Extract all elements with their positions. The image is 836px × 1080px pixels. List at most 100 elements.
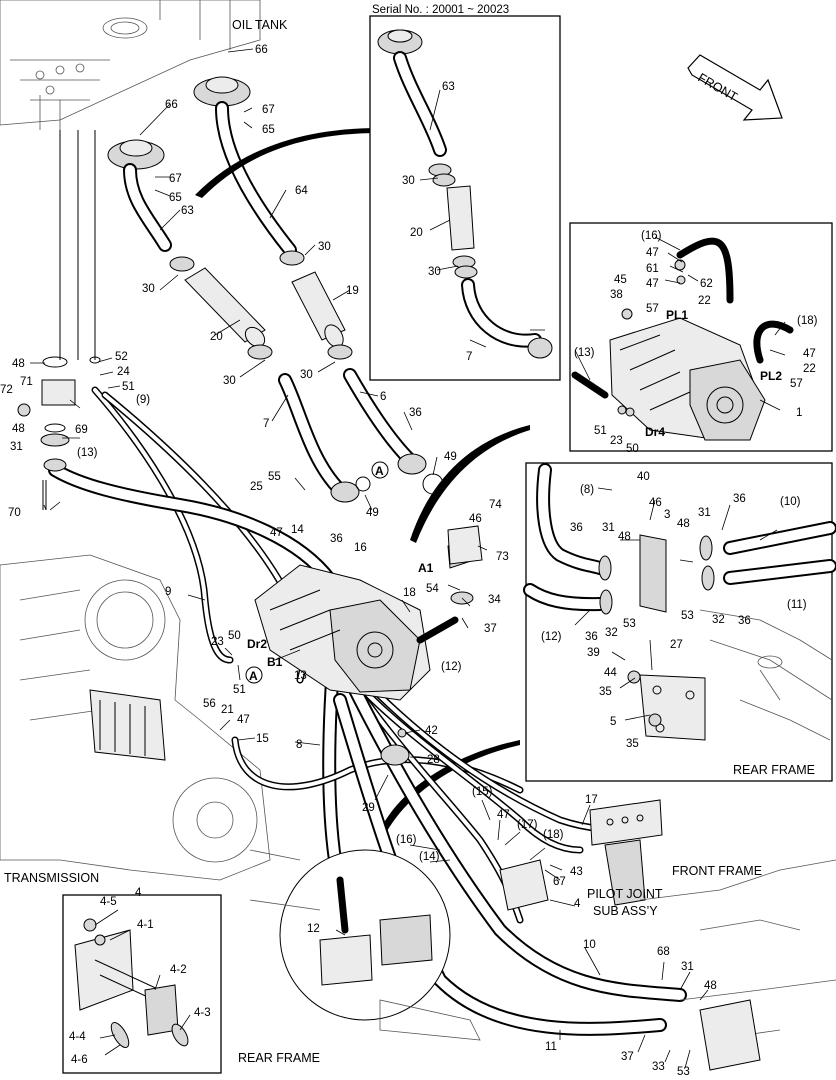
- part-callout: 70: [8, 507, 21, 519]
- part-callout: 46: [469, 513, 482, 525]
- part-callout: 35: [626, 738, 639, 750]
- part-callout: 45: [614, 274, 627, 286]
- oil-tank-outline: [0, 0, 261, 130]
- part-callout: 30: [223, 375, 236, 387]
- part-callout: 43: [570, 866, 583, 878]
- part-callout: (16): [641, 230, 662, 242]
- mark-a-lower: A: [245, 666, 263, 684]
- part-callout: (12): [441, 661, 462, 673]
- part-callout: 46: [649, 497, 662, 509]
- part-callout: 4-1: [137, 919, 154, 931]
- rear-frame-bottom-label: REAR FRAME: [238, 1051, 320, 1065]
- valve-73: [447, 525, 483, 565]
- svg-text:A: A: [375, 464, 384, 478]
- part-callout: 6: [380, 391, 386, 403]
- part-callout: 30: [402, 175, 415, 187]
- part-callout: 47: [803, 348, 816, 360]
- part-callout: 66: [255, 44, 268, 56]
- transmission-label: TRANSMISSION: [4, 871, 99, 885]
- part-callout: (13): [77, 447, 98, 459]
- part-callout: 14: [291, 524, 304, 536]
- part-callout: 9: [165, 586, 171, 598]
- part-callout: 63: [181, 205, 194, 217]
- part-callout: 40: [637, 471, 650, 483]
- part-callout: (11): [787, 599, 807, 611]
- rear-inset-frame-ghost: [699, 609, 833, 741]
- part-callout: 8: [296, 739, 302, 751]
- part-callout: 22: [803, 363, 816, 375]
- suction-pipe-6: [343, 368, 427, 475]
- part-callout: (14): [419, 851, 440, 863]
- part-callout: 69: [75, 424, 88, 436]
- part-callout: 36: [570, 522, 583, 534]
- suction-pipe-7: [278, 373, 360, 503]
- mark-a-upper: A: [371, 461, 389, 479]
- part-callout: 67: [169, 173, 182, 185]
- part-callout: (12): [541, 631, 562, 643]
- part-callout: 4-3: [194, 1007, 211, 1019]
- part-callout: 39: [587, 647, 600, 659]
- part-callout: 55: [268, 471, 281, 483]
- part-callout: 24: [117, 366, 130, 378]
- part-callout: 53: [677, 1066, 690, 1078]
- serial-inset-pipe: [377, 29, 553, 359]
- part-callout: 50: [228, 630, 241, 642]
- part-callout: 51: [233, 684, 246, 696]
- part-callout: 32: [712, 614, 725, 626]
- front-arrow: FRONT: [687, 54, 783, 121]
- part-callout: 34: [488, 594, 501, 606]
- part-callout: 48: [12, 423, 25, 435]
- part-callout: 61: [646, 263, 659, 275]
- part-callout: 18: [403, 587, 416, 599]
- detail-circle-12: [279, 849, 451, 1021]
- part-callout: 47: [646, 278, 659, 290]
- part-callout: 4-6: [71, 1054, 88, 1066]
- svg-text:A: A: [249, 669, 258, 683]
- part-callout: 36: [409, 407, 422, 419]
- part-callout: 15: [256, 733, 269, 745]
- part-callout: 51: [594, 425, 607, 437]
- part-callout: 22: [698, 295, 711, 307]
- part-callout: 67: [262, 104, 275, 116]
- part-callout: 47: [646, 247, 659, 259]
- rear-inset-hoses: [523, 463, 836, 741]
- part-callout: 54: [426, 583, 439, 595]
- subassy-4-parts: [74, 918, 189, 1048]
- part-callout: 52: [115, 351, 128, 363]
- part-callout: 48: [704, 980, 717, 992]
- mark-dr2: Dr2: [247, 637, 267, 651]
- part-callout: (13): [574, 347, 595, 359]
- part-callout: 25: [250, 481, 263, 493]
- part-callout: 29: [362, 802, 375, 814]
- hose-clamps-30: [169, 250, 353, 360]
- part-callout: 44: [604, 667, 617, 679]
- part-callout: 36: [733, 493, 746, 505]
- part-callout: 65: [169, 192, 182, 204]
- part-callout: 7: [263, 418, 269, 430]
- valve-4-mini: [499, 859, 549, 911]
- part-callout: 48: [618, 531, 631, 543]
- part-callout: 32: [605, 627, 618, 639]
- part-callout: 67: [553, 876, 566, 888]
- part-callout: 4-4: [69, 1031, 86, 1043]
- mark-dr4: Dr4: [645, 425, 665, 439]
- part-callout: 74: [489, 499, 502, 511]
- part-callout: 23: [610, 435, 623, 447]
- part-callout: (15): [472, 786, 493, 798]
- part-callout: 35: [599, 686, 612, 698]
- part-callout: 37: [621, 1051, 634, 1063]
- mark-pl1: PL1: [666, 308, 688, 322]
- part-callout: 30: [300, 369, 313, 381]
- mark-pl2: PL2: [760, 369, 782, 383]
- part-callout: 51: [122, 381, 135, 393]
- part-callout: (16): [396, 834, 417, 846]
- part-callout: 38: [610, 289, 623, 301]
- part-callout: (18): [797, 315, 818, 327]
- part-callout: 47: [497, 809, 510, 821]
- part-callout: 62: [700, 278, 713, 290]
- block-71: [17, 130, 96, 510]
- part-callout: 31: [681, 961, 694, 973]
- part-callout: 16: [354, 542, 367, 554]
- part-callout: 47: [237, 714, 250, 726]
